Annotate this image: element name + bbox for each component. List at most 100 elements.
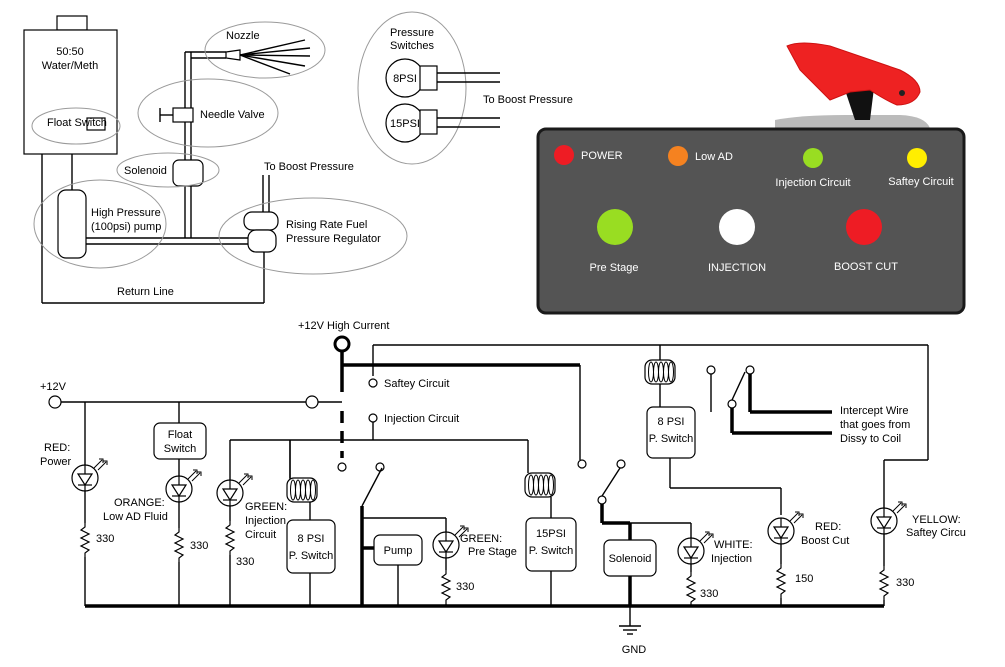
tank-cap [56,15,88,31]
resistor-white-value: 330 [700,588,718,600]
resistor-prestage-value: 330 [456,581,474,593]
nozzle-callout [204,21,326,79]
v12-label: +12V [40,381,67,393]
pump-body [57,189,87,259]
green-injection-label-3: Circuit [245,529,276,541]
red-boostcut-led [767,511,804,545]
pressure-switches: Pressure Switches 8PSI 15PSI To Boost Pr… [357,11,573,165]
yellow-saftey-label: YELLOW: [912,514,961,526]
toggle-base [775,115,930,128]
pump-callout [33,179,167,269]
nozzle-body [225,49,241,61]
injection-circuit-label: Injection Circuit [775,177,850,189]
injection-label: INJECTION [708,262,766,274]
injection-button[interactable] [719,209,755,245]
resistor-orange [174,527,184,563]
float-switch-box [153,422,207,460]
nozzle-label: Nozzle [226,30,260,42]
pswitch-8psi-b-label-2: P. Switch [649,433,693,445]
float-switch-callout [31,107,121,145]
solenoid-body [172,159,204,187]
low-ad-led [668,146,688,166]
green-injection-label: GREEN: [245,501,287,513]
red-power-label-2: Power [40,456,72,468]
solenoid-callout [116,152,220,188]
intercept-label-3: Dissy to Coil [840,433,901,445]
pressure-switches-title-2: Switches [390,40,435,52]
yellow-saftey-label-2: Saftey Circu [906,527,966,539]
green-prestage-label: GREEN: [460,533,502,545]
pump-box-label: Pump [384,545,413,557]
resistor-red-value: 330 [96,533,114,545]
needle-valve-label: Needle Valve [200,109,265,121]
v12-high-label: +12V High Current [298,320,389,332]
red-power-label: RED: [44,442,70,454]
float-switch-box-label: Float [168,429,192,441]
tank-label-2: Water/Meth [42,60,98,72]
injection-circuit-node-label: Injection Circuit [384,413,459,425]
toggle-cover[interactable] [786,42,921,106]
float-switch-box-label-2: Switch [164,443,196,455]
tank-label: 50:50 [56,46,84,58]
green-prestage-label-2: Pre Stage [468,546,517,558]
saftey-circuit-node-label: Saftey Circuit [384,378,449,390]
intercept-label-2: that goes from [840,419,910,431]
intercept-label-1: Intercept Wire [840,405,908,417]
float-switch-body [86,117,106,131]
to-boost-label: To Boost Pressure [264,161,354,173]
orange-led [165,469,202,503]
regulator-callout [218,197,408,275]
white-injection-label: WHITE: [714,539,753,551]
resistor-orange-value: 330 [190,540,208,552]
resistor-yellow-value: 330 [896,577,914,589]
relay-coil-8psi [286,477,318,503]
regulator-top [243,211,279,231]
pre-stage-button[interactable] [597,209,633,245]
low-ad-label: Low AD [695,151,733,163]
resistor-green-value: 330 [236,556,254,568]
saftey-circuit-label: Saftey Circuit [888,176,953,188]
red-boostcut-label-2: Boost Cut [801,535,849,547]
pswitch-15psi-label-2: P. Switch [529,545,573,557]
boost-cut-label: BOOST CUT [834,261,898,273]
plumbing-diagram: 50:50 Water/Meth Float Switch Nozzle Nee… [23,15,408,304]
to-boost-label-2: To Boost Pressure [483,94,573,106]
resistor-boostcut-value: 150 [795,573,813,585]
saftey-circuit-led [907,148,927,168]
regulator-label-2: Pressure Regulator [286,233,381,245]
orange-label-2: Low AD Fluid [103,511,168,523]
boost-cut-button[interactable] [846,209,882,245]
white-injection-label-2: Injection [711,553,752,565]
pswitch-8psi-box [286,519,336,574]
wiring-schematic: +12V High Current +12V Saftey Circuit In… [40,320,966,656]
resistor-green [225,520,235,556]
pswitch-8psi-label-2: P. Switch [289,550,333,562]
psi8-label: 8PSI [393,73,417,85]
solenoid-box-label: Solenoid [609,553,652,565]
tank [23,29,118,155]
pswitch-8psi-b-box [646,406,696,459]
resistor-red [80,522,90,558]
relay-coil-8psi-b [644,359,676,385]
psi15-label: 15PSI [390,118,420,130]
regulator-bottom [247,229,277,253]
return-line-label: Return Line [117,286,174,298]
pswitch-8psi-label: 8 PSI [298,533,325,545]
pressure-switches-title: Pressure [390,27,434,39]
pump-label: High Pressure [91,207,161,219]
red-boostcut-label: RED: [815,521,841,533]
yellow-saftey-led [870,501,907,535]
resistor-prestage [441,569,451,605]
needle-valve-callout [137,78,279,148]
solenoid-label: Solenoid [124,165,167,177]
pump-label-2: (100psi) pump [91,221,161,233]
resistor-white [686,571,696,607]
orange-label: ORANGE: [114,497,165,509]
gnd-label: GND [622,644,647,656]
injection-circuit-led [803,148,823,168]
float-switch-label: Float Switch [47,117,107,129]
white-injection-led [677,531,714,565]
regulator-label: Rising Rate Fuel [286,219,367,231]
pswitch-15psi-label: 15PSI [536,528,566,540]
